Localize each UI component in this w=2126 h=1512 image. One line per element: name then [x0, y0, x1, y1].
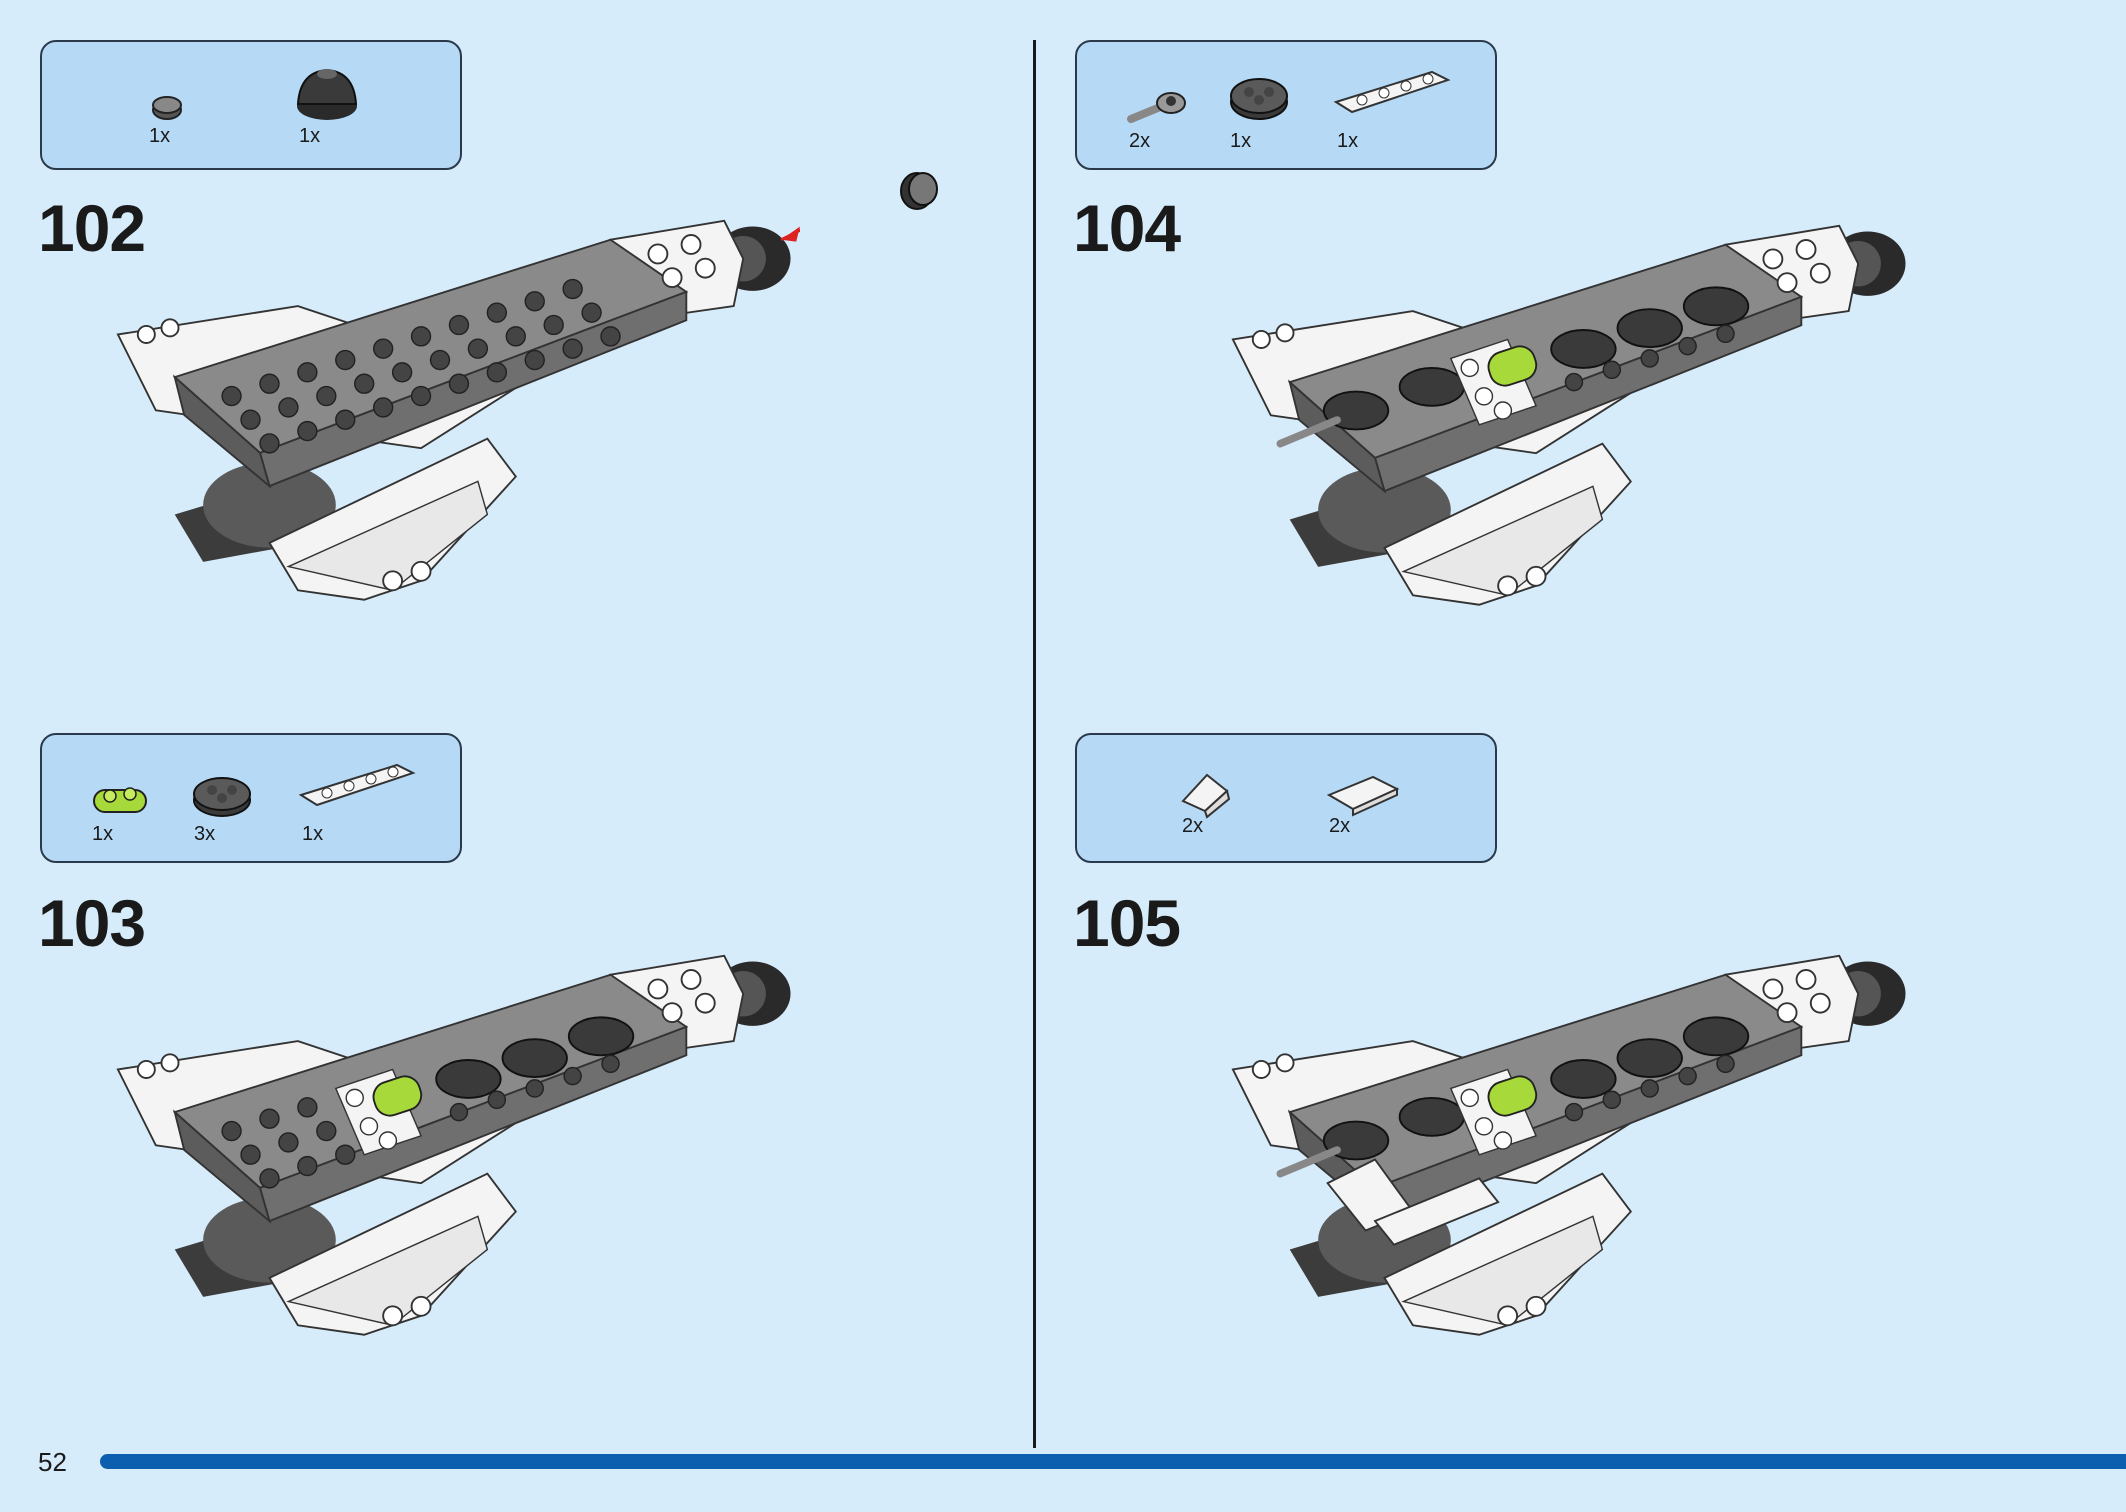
clip-bar-icon [1125, 87, 1190, 127]
shuttle-model-step-103 [80, 925, 800, 1375]
part-quantity: 1x [302, 823, 324, 845]
parts-list-step-103: 1x 3x 1x [40, 733, 462, 863]
dome-2x2-icon [292, 64, 362, 124]
part-quantity: 2x [1182, 815, 1204, 837]
slope-white-icon [1177, 765, 1237, 820]
step-number: 102 [38, 191, 146, 265]
round-plate-1x1-icon [147, 92, 187, 122]
part-quantity: 1x [299, 125, 321, 147]
part-quantity: 1x [1337, 130, 1359, 152]
parts-list-step-104: 2x 1x 1x [1075, 40, 1497, 170]
part-quantity: 2x [1329, 815, 1351, 837]
tile-1x2-white-icon [1325, 767, 1405, 817]
shuttle-model-step-102 [80, 162, 934, 640]
plate-1x4-white-icon [297, 755, 417, 815]
plate-1x2-lime-icon [90, 780, 150, 820]
part-quantity: 1x [1230, 130, 1252, 152]
part-quantity: 3x [194, 823, 216, 845]
round-plate-incoming-icon [895, 165, 945, 215]
progress-bar [100, 1454, 2126, 1469]
part-quantity: 2x [1129, 130, 1151, 152]
page-number: 52 [38, 1447, 67, 1477]
parts-list-step-105: 2x 2x [1075, 733, 1497, 863]
step-number: 103 [38, 886, 146, 960]
round-plate-2x2-icon [1227, 70, 1292, 125]
page-divider [1033, 40, 1036, 1448]
step-number: 105 [1073, 886, 1181, 960]
round-plate-2x2-icon [190, 770, 255, 820]
shuttle-model-step-105 [1195, 925, 1915, 1375]
part-quantity: 1x [92, 823, 114, 845]
step-number: 104 [1073, 191, 1181, 265]
parts-list-step-102: 1x 1x [40, 40, 462, 170]
part-quantity: 1x [149, 125, 171, 147]
shuttle-model-step-104 [1195, 195, 1915, 645]
plate-1x4-white-icon [1332, 60, 1452, 122]
